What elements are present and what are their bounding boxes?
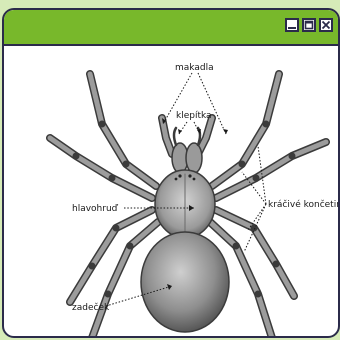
window-controls: [285, 18, 333, 32]
close-icon[interactable]: [319, 18, 333, 32]
maximize-icon[interactable]: [302, 18, 316, 32]
app-window: makadla klepítka hlavohruď kráčivé konče…: [2, 8, 340, 338]
title-bar: [4, 10, 338, 46]
label-pedipalps: makadla: [175, 63, 214, 73]
label-walking-legs: kráčivé končetiny: [268, 199, 340, 210]
label-cephalothorax: hlavohruď: [72, 204, 119, 214]
label-chelicerae: klepítka: [176, 111, 212, 121]
minimize-icon[interactable]: [285, 18, 299, 32]
label-abdomen: zadeček: [72, 302, 110, 313]
spider-diagram: makadla klepítka hlavohruď kráčivé konče…: [4, 46, 340, 338]
